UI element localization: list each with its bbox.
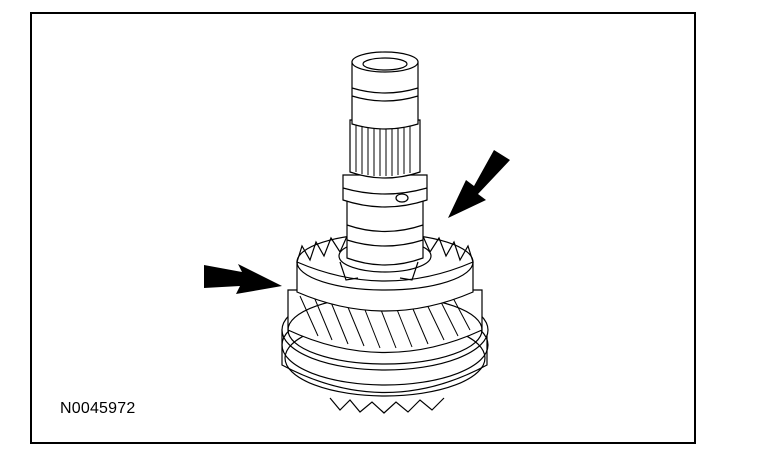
shaft-lower: [346, 189, 424, 266]
shaft-end: [351, 51, 419, 73]
shaft-upper: [351, 61, 419, 130]
arrow-left-icon: [204, 264, 282, 294]
arrow-right-icon: [448, 150, 510, 218]
figure-id-label: N0045972: [60, 400, 136, 417]
